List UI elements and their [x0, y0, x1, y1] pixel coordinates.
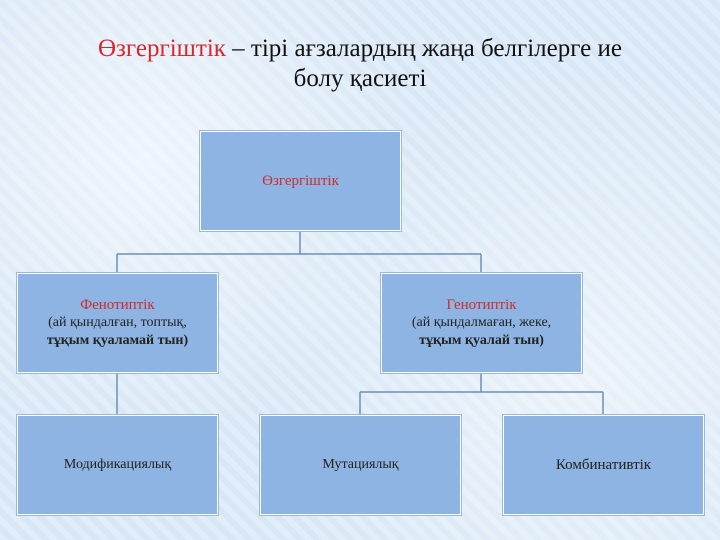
modification-label: Модификациялық [63, 457, 172, 472]
box-mutation: Мутациялық [260, 415, 461, 515]
root-label: Өзгергіштік [262, 173, 339, 189]
phenotypic-line1: (ай қындалған, топтық, [48, 315, 187, 330]
genotypic-line1: (ай қындалмаған, жеке, [411, 315, 552, 330]
slide-title: Өзгергіштік – тірі ағзалардың жаңа белгі… [0, 34, 720, 94]
combinative-label: Комбинативтік [555, 457, 652, 473]
genotypic-label: Генотиптік [446, 297, 517, 313]
box-modification: Модификациялық [17, 415, 218, 515]
box-phenotypic: Фенотиптік (ай қындалған, топтық, тұқым … [17, 273, 218, 373]
box-root: Өзгергіштік [200, 131, 401, 231]
genotypic-line2: тұқым қуалай тын) [419, 333, 544, 348]
title-line2: болу қасиеті [293, 65, 427, 92]
phenotypic-line2: тұқым қуаламай тын) [46, 333, 189, 348]
box-combinative: Комбинативтік [503, 415, 704, 515]
box-genotypic: Генотиптік (ай қындалмаған, жеке, тұқым … [381, 273, 582, 373]
title-term: Өзгергіштік [98, 35, 226, 62]
title-line1: тірі ағзалардың жаңа белгілерге ие [250, 35, 622, 62]
title-dash: – [225, 35, 251, 62]
mutation-label: Мутациялық [322, 457, 399, 472]
phenotypic-label: Фенотиптік [80, 297, 155, 313]
